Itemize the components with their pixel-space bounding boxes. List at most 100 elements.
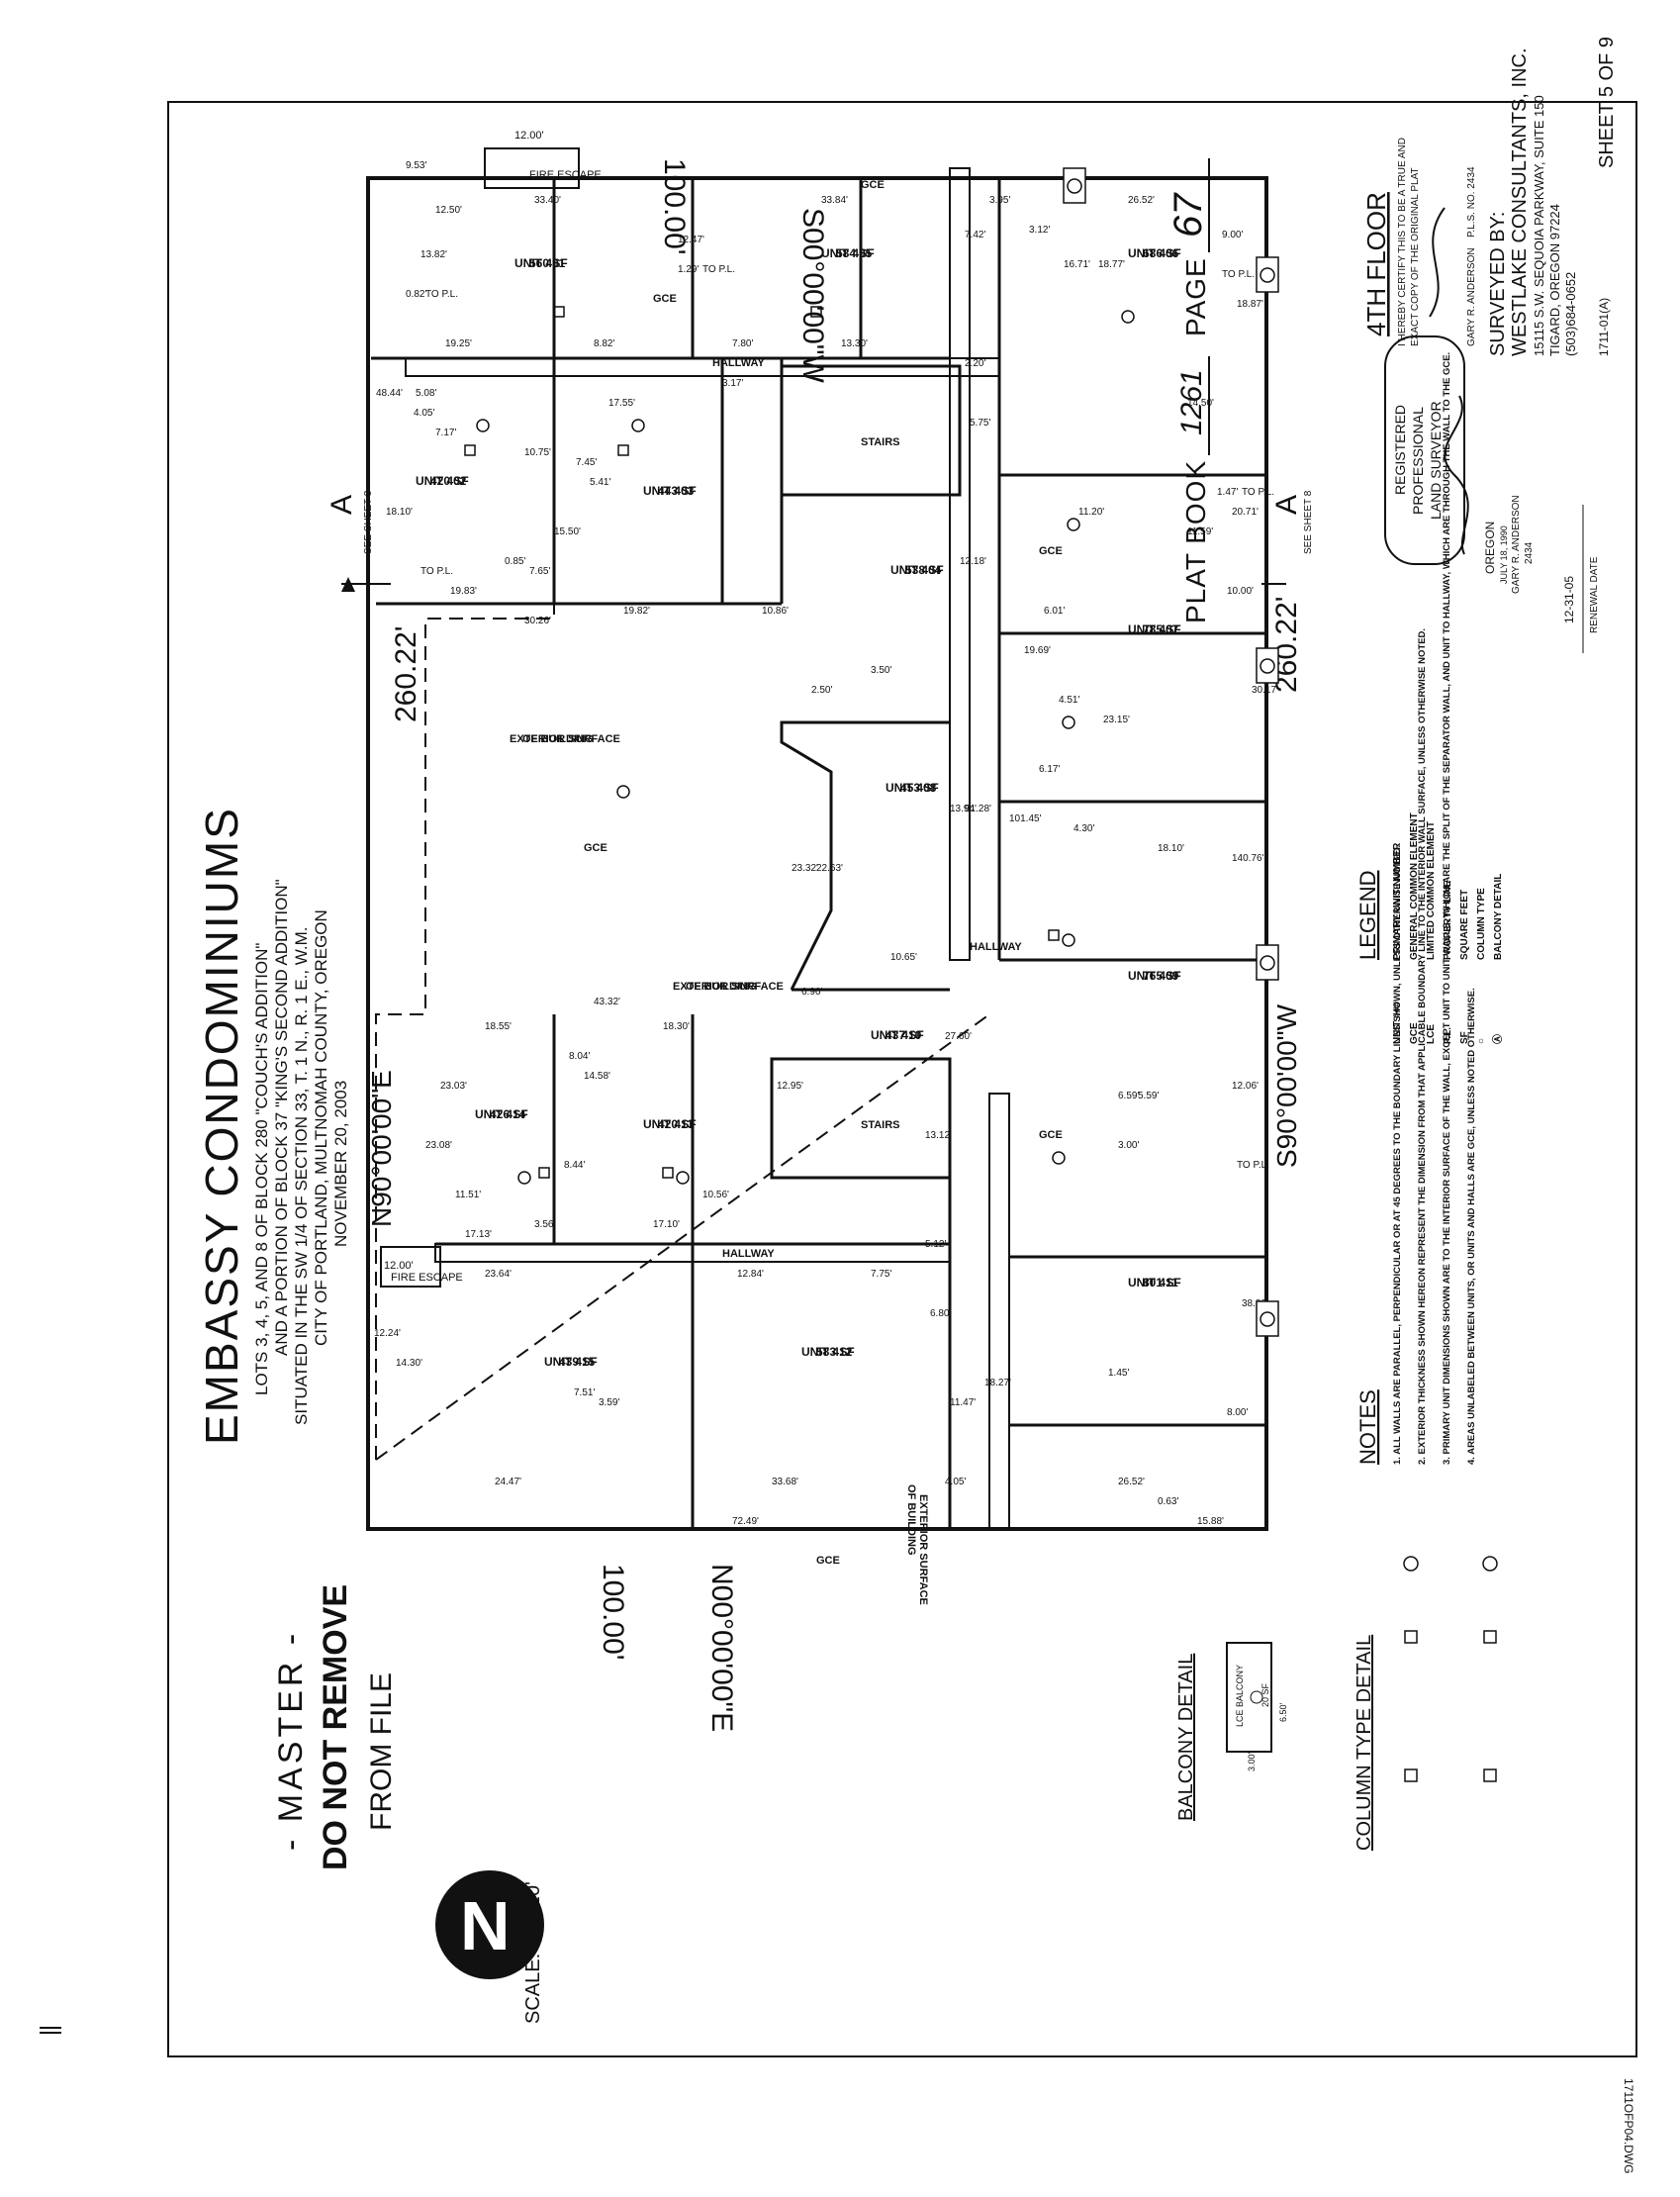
dim-0-85: 0.85' — [505, 556, 525, 567]
dim-12-06: 12.06' — [1232, 1081, 1259, 1092]
floor-cert-2: EXACT COPY OF THE ORIGINAL PLAT — [1410, 167, 1421, 346]
unit-403-label: UNIT 403 — [643, 484, 695, 498]
dim-1-45: 1.45' — [1108, 1368, 1129, 1379]
hallway-mid-label: HALLWAY — [970, 941, 1022, 953]
plat-book-value: 1261 — [1175, 369, 1208, 435]
fire-escape-bottom-label: FIRE ESCAPE — [391, 1272, 463, 1284]
dim-6-80: 6.80' — [930, 1308, 951, 1319]
bearing-bottom-dist: 100.00' — [597, 1564, 629, 1661]
dim-18-10b: 18.10' — [1158, 843, 1184, 854]
dim-5-41: 5.41' — [590, 477, 610, 488]
legend-item-5-desc: SQUARE FEET — [1459, 890, 1470, 960]
exterior-surface-lower-2: OF BUILDING — [905, 1484, 917, 1556]
dim-17-10: 17.10' — [653, 1219, 680, 1230]
unit-401-sf: 560 SF — [529, 256, 568, 270]
dim-12-47: 12.47' — [678, 235, 704, 245]
unit-408-label: UNIT 408 — [886, 781, 937, 795]
unit-411-label: UNIT 411 — [1128, 1276, 1178, 1290]
bearing-inner-right: S90°00'00"W — [1271, 1003, 1302, 1168]
dim-to-pl-1: TO P.L. — [425, 289, 458, 300]
dim-30-26: 30.26' — [524, 616, 551, 626]
dim-12-95: 12.95' — [777, 1081, 803, 1092]
fire-escape-bottom-dim: 12.00' — [384, 1260, 414, 1272]
dim-18-27: 18.27' — [984, 1378, 1011, 1388]
dim-27-60: 27.60' — [945, 1031, 972, 1042]
dim-7-75: 7.75' — [871, 1269, 891, 1280]
unit-407-sf: 785 SF — [1143, 622, 1181, 636]
legend-item-4-desc: PROPERTY LINE — [1443, 880, 1453, 960]
balcony-detail: LCE BALCONY 20 SF 6.50' 3.00' — [1226, 1642, 1288, 1771]
dim-7-51: 7.51' — [574, 1387, 595, 1398]
dim-13-94: 13.94' — [950, 804, 977, 814]
bearing-inner-left: N90°00'00"E — [366, 1070, 397, 1227]
legend-item-3-desc: LIMITED COMMON ELEMENT — [1426, 821, 1437, 960]
stamp-line-3: LAND SURVEYOR — [1428, 401, 1444, 520]
dim-14-58: 14.58' — [584, 1071, 610, 1082]
rotated-plat: PLAT BOOK 1261 PAGE 67 EMBASSY CONDOMINI… — [196, 37, 1635, 2174]
dim-10-75: 10.75' — [524, 447, 551, 458]
exterior-surface-lower: EXTERIOR SURFACE — [917, 1494, 929, 1605]
unit-402-sf: 420 SF — [430, 474, 469, 488]
unit-413-label: UNIT 413 — [643, 1117, 695, 1131]
dim-7-65: 7.65' — [529, 566, 550, 577]
dim-3-56: 3.56' — [534, 1219, 555, 1230]
surveyor-stamp: REGISTERED PROFESSIONAL LAND SURVEYOR OR… — [1384, 335, 1600, 653]
gce-lower-label: GCE — [861, 179, 885, 191]
dim-12-84: 12.84' — [737, 1269, 764, 1280]
title-line-4: CITY OF PORTLAND, MULTNOMAH COUNTY, OREG… — [312, 909, 330, 1346]
gce-center-label: GCE — [584, 842, 607, 854]
unit-414-label: UNIT 414 — [475, 1107, 526, 1121]
dim-10-00: 10.00' — [1227, 586, 1254, 597]
title-line-2: AND A PORTION OF BLOCK 37 "KING'S SECOND… — [272, 879, 291, 1356]
dim-4-05b: 4.05' — [945, 1477, 966, 1487]
dim-19-83: 19.83' — [450, 586, 477, 597]
dim-91-28: 91.28' — [965, 804, 991, 814]
stamp-name: GARY R. ANDERSON — [1511, 495, 1522, 594]
unit-410-sf: 437 SF — [886, 1028, 924, 1042]
dim-1-29: 1.29' — [678, 264, 699, 275]
unit-403-sf: 443 SF — [658, 484, 697, 498]
unit-402-label: UNIT 402 — [416, 474, 467, 488]
dim-18-10: 18.10' — [386, 507, 413, 518]
dim-to-pl-5: TO P.L. — [420, 566, 453, 577]
gce-bottom-label: GCE — [816, 1555, 840, 1567]
fire-escapes — [380, 147, 580, 1288]
balcony-dim-1: 6.50' — [1278, 1702, 1288, 1722]
dim-26-52: 26.52' — [1128, 195, 1155, 206]
stairs-upper-label: STAIRS — [861, 436, 900, 448]
dim-11-20: 11.20' — [1078, 507, 1104, 518]
dim-0-82: 0.82' — [406, 289, 426, 300]
hallways — [405, 167, 1010, 1530]
balcony-label: LCE BALCONY — [1235, 1665, 1245, 1727]
dim-5-08: 5.08' — [416, 388, 436, 399]
unit-406-label: UNIT 406 — [1128, 246, 1179, 260]
dim-26-52b: 26.52' — [1118, 1477, 1145, 1487]
stamp-renewal: 12-31-05 — [1562, 576, 1576, 623]
unit-410-label: UNIT 410 — [871, 1028, 922, 1042]
section-a-right-sheet: SEE SHEET 8 — [1303, 490, 1314, 554]
dim-3-17: 3.17' — [722, 378, 743, 389]
sheet-border — [167, 101, 1637, 2057]
dim-1-47: 1.47' — [1217, 487, 1238, 498]
unit-407-label: UNIT 407 — [1128, 622, 1179, 636]
dim-8-00: 8.00' — [1227, 1407, 1248, 1418]
floor-signature — [1429, 207, 1446, 318]
legend-item-2-code: GCE — [1409, 1022, 1420, 1044]
legend-item-4-code: P.L. — [1443, 1027, 1453, 1044]
fire-escape-top-dim: 12.00' — [514, 130, 544, 142]
unit-414-sf: 426 SF — [490, 1107, 528, 1121]
exterior-surface-mid: EXTERIOR SURFACE — [673, 981, 784, 993]
dim-8-04: 8.04' — [569, 1051, 590, 1062]
dim-15-88: 15.88' — [1197, 1516, 1224, 1527]
balcony-markers — [1063, 167, 1279, 1337]
surveyor-job: 1711-01(A) — [1597, 298, 1611, 356]
hallway-upper-label: HALLWAY — [712, 357, 765, 369]
dim-7-80: 7.80' — [732, 338, 753, 349]
dim-12-24: 12.24' — [374, 1328, 401, 1339]
balcony-sf: 20 SF — [1260, 1682, 1270, 1707]
section-a-markers: A SEE SHEET 8 A SEE SHEET 8 — [326, 490, 1314, 592]
exterior-surface-upper: EXTERIOR SURFACE — [510, 733, 620, 745]
hallway-lower-label: HALLWAY — [722, 1248, 775, 1260]
dim-3-00: 3.00' — [1118, 1140, 1139, 1151]
note-4: 4. AREAS UNLABELED BETWEEN UNITS, OR UNI… — [1466, 988, 1477, 1465]
